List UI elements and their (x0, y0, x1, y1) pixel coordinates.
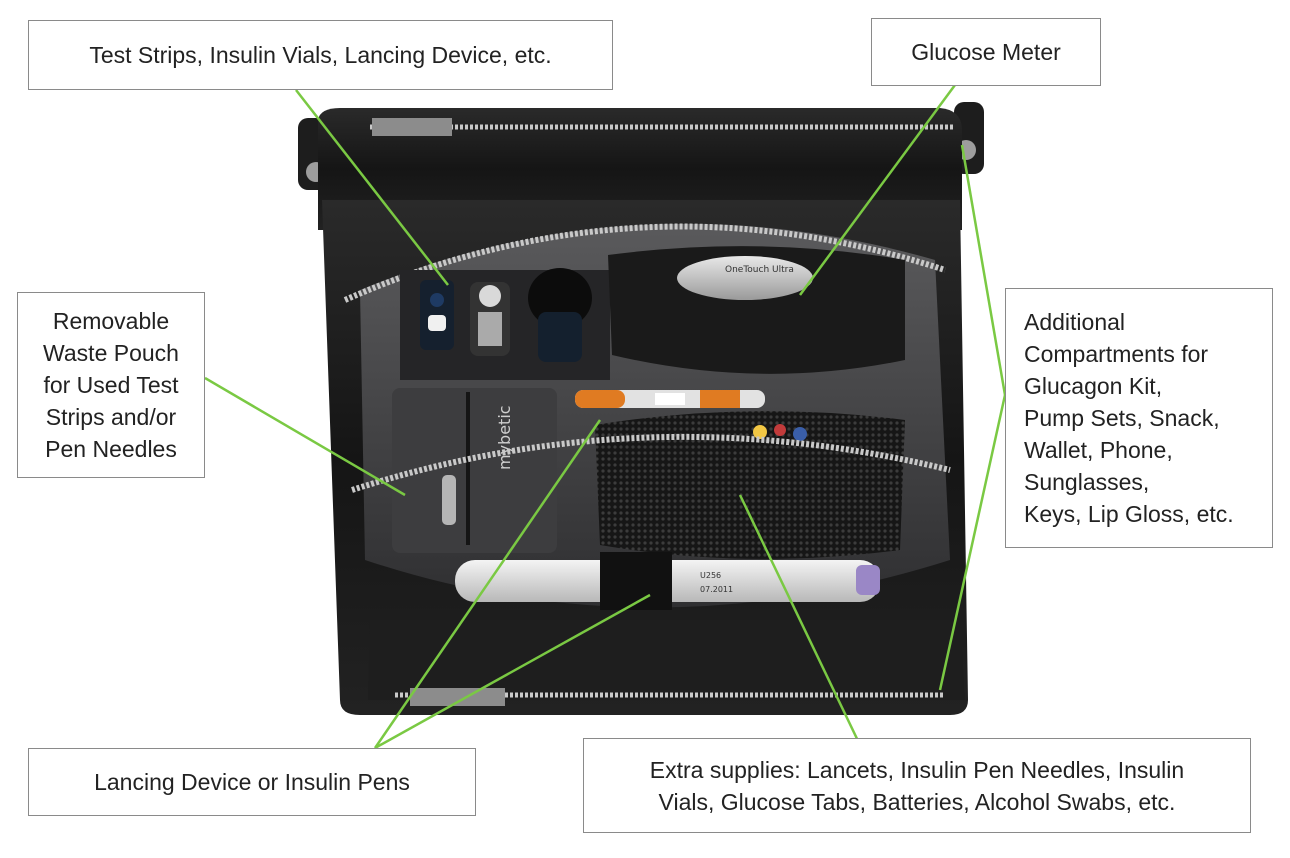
lancing-device: U256 07.2011 (455, 552, 880, 610)
zipper-pull-bottom (410, 688, 505, 706)
callout-lancing-device: Lancing Device or Insulin Pens (28, 748, 476, 816)
insulin-pen (575, 390, 765, 408)
supply-dot-2 (774, 424, 786, 436)
pen-label: U256 (700, 571, 721, 580)
front-pocket (368, 620, 965, 700)
meter-label: OneTouch Ultra (725, 265, 794, 275)
bag-top (318, 108, 962, 230)
upper-zipper-arc (343, 223, 946, 303)
callout-test-strips: Test Strips, Insulin Vials, Lancing Devi… (28, 20, 613, 90)
leader-lancing-pen (373, 419, 602, 749)
supply-dot-3 (793, 427, 807, 441)
pen-date: 07.2011 (700, 585, 733, 594)
leader-additional-bottom (938, 394, 1007, 691)
callout-waste-pouch: Removable Waste Pouch for Used Test Stri… (17, 292, 205, 478)
leader-extra-supplies (738, 494, 862, 746)
lancet-case (528, 268, 592, 362)
lower-zipper-arc (351, 433, 951, 493)
mesh-pocket (595, 411, 905, 559)
glucose-meter (677, 256, 813, 300)
leader-waste-pouch (204, 376, 406, 497)
leader-test-strips (295, 89, 449, 286)
callout-extra-supplies: Extra supplies: Lancets, Insulin Pen Nee… (583, 738, 1251, 833)
leader-additional-top (960, 144, 1007, 396)
zipper-pull-top (372, 118, 452, 136)
leader-lancing-device (374, 593, 651, 750)
callout-additional-compartments: Additional Compartments for Glucagon Kit… (1005, 288, 1273, 548)
supply-dot-1 (753, 425, 767, 439)
vial-1 (420, 280, 454, 350)
leader-glucose-meter (798, 84, 957, 296)
vial-2 (470, 282, 510, 356)
leader-lines (204, 84, 1007, 750)
brand-tag: mybetic (495, 405, 514, 470)
callout-glucose-meter: Glucose Meter (871, 18, 1101, 86)
